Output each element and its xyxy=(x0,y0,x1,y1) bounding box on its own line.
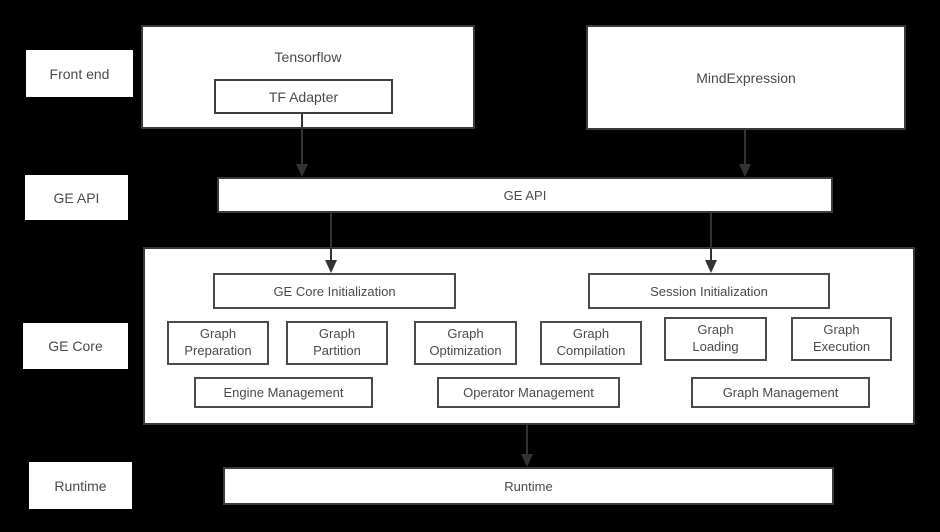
arrow-down-icon xyxy=(705,260,717,273)
graph-preparation-line2: Preparation xyxy=(184,343,252,358)
arrow-down-icon xyxy=(739,164,751,177)
graph-loading-line2: Loading xyxy=(692,339,739,354)
arrow-line xyxy=(330,213,332,261)
graph-partition-line2: Partition xyxy=(313,343,361,358)
arrow-line xyxy=(301,114,303,165)
graph-compilation-box: Graph Compilation xyxy=(540,321,642,365)
arrow-tf-adapter-to-ge-api xyxy=(296,114,308,177)
row-label-runtime: Runtime xyxy=(29,462,132,509)
arrow-ge-api-to-ge-core-initialization xyxy=(325,213,337,273)
mindexpression-box: MindExpression xyxy=(586,25,906,130)
arrow-line xyxy=(744,130,746,165)
arrow-mindexpression-to-ge-api xyxy=(739,130,751,177)
tensorflow-box: Tensorflow TF Adapter xyxy=(141,25,475,129)
session-initialization-box: Session Initialization xyxy=(588,273,830,309)
row-label-ge-core: GE Core xyxy=(23,323,128,369)
ge-core-initialization-box: GE Core Initialization xyxy=(213,273,456,309)
graph-execution-line2: Execution xyxy=(812,339,871,354)
arrow-ge-core-to-runtime xyxy=(521,425,533,467)
arrow-down-icon xyxy=(296,164,308,177)
graph-execution-line1: Graph xyxy=(823,322,860,338)
ge-core-container: GE Core Initialization Session Initializ… xyxy=(143,247,915,425)
graph-management-box: Graph Management xyxy=(691,377,870,408)
graph-compilation-line1: Graph xyxy=(572,326,610,342)
row-label-ge-api: GE API xyxy=(25,175,128,220)
graph-preparation-line1: Graph xyxy=(199,326,237,342)
operator-management-box: Operator Management xyxy=(437,377,620,408)
runtime-bar: Runtime xyxy=(223,467,834,505)
ge-api-bar: GE API xyxy=(217,177,833,213)
arrow-line xyxy=(710,213,712,261)
row-label-front-end: Front end xyxy=(26,50,133,97)
graph-preparation-box: Graph Preparation xyxy=(167,321,269,365)
graph-optimization-line1: Graph xyxy=(447,326,484,342)
graph-loading-line1: Graph xyxy=(697,322,734,338)
tf-adapter-box: TF Adapter xyxy=(214,79,393,114)
tensorflow-title: Tensorflow xyxy=(274,49,342,65)
graph-optimization-box: Graph Optimization xyxy=(414,321,517,365)
graph-optimization-line2: Optimization xyxy=(429,343,502,358)
arrow-ge-api-to-session-initialization xyxy=(705,213,717,273)
graph-execution-box: Graph Execution xyxy=(791,317,892,361)
arrow-down-icon xyxy=(521,454,533,467)
graph-loading-box: Graph Loading xyxy=(664,317,767,361)
arrow-line xyxy=(526,425,528,455)
arrow-down-icon xyxy=(325,260,337,273)
engine-management-box: Engine Management xyxy=(194,377,373,408)
graph-compilation-line2: Compilation xyxy=(556,343,626,358)
graph-partition-line1: Graph xyxy=(318,326,356,342)
graph-partition-box: Graph Partition xyxy=(286,321,388,365)
